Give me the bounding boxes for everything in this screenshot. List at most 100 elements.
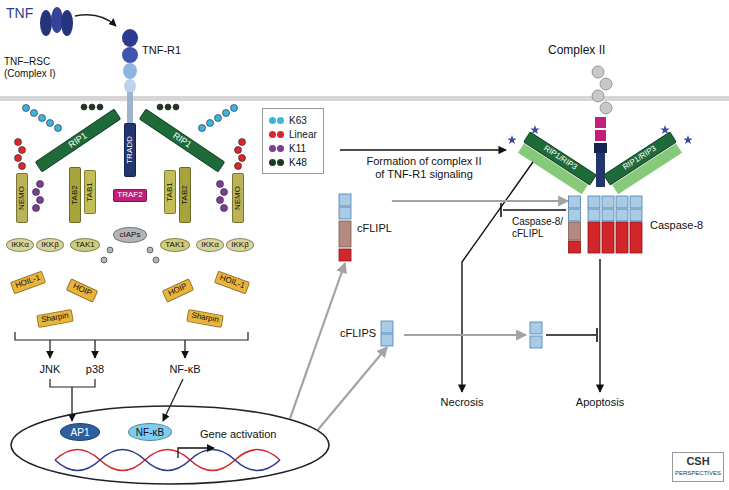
dna-strand [55,450,280,471]
process-arrow [340,149,506,150]
legend-swatch [269,145,276,152]
domain-diagram [338,193,352,263]
node-label: IKKβ [231,241,249,250]
protein-bar: RIP1 [139,108,226,172]
expression-arrow [404,334,526,336]
ubiquitin [600,102,612,114]
transcription-factor: AP1 [60,423,100,441]
protein-domain [569,222,581,240]
node-label: NEMO [234,186,243,210]
legend-row: Linear [269,127,317,141]
complex-label: Complex II [548,44,605,58]
nucleus-outline [10,405,330,485]
protein-bar: TAB1 [164,170,176,214]
ubiquitin [173,104,179,110]
node-label: TAK1 [165,241,184,250]
signal-arrow [49,340,50,358]
protein-domain [339,207,351,219]
dna-strand [55,450,280,471]
necrosis-arrow [462,162,533,392]
protein-bar: HOIP [162,278,195,302]
ubiquitin [165,104,171,110]
protein-domain [569,196,581,208]
ubiquitin [31,110,38,117]
tradd-bar [594,143,607,153]
node-label: NEMO [18,186,27,210]
protein-bar: NEMO [16,173,28,223]
legend-swatch [269,159,276,166]
legend-label: K48 [289,157,307,168]
protein-oval: cIAPs [113,227,147,243]
node-label: TAB2 [71,185,80,204]
signal-arrow [94,340,95,358]
legend-row: K63 [269,113,317,127]
ubiquitin [19,163,26,170]
protein-bar: NEMO [232,173,244,223]
domain-diagram [568,195,644,255]
bracket [15,332,248,340]
transcription-arrow [178,448,214,458]
pathway-label: NF-κB [169,363,200,376]
protein-domain [616,209,628,221]
tnf-trimer [40,10,52,36]
inhibition-line [503,209,566,210]
receptor-domain [122,47,138,63]
legend-row: K48 [269,155,317,169]
protein-bar: HOIL-1 [10,270,46,294]
domain-protein: cFLIPS [340,320,394,347]
protein-box: TRAF2 [113,189,147,202]
cell-membrane [0,96,729,101]
node-label: HOIL-1 [14,273,41,290]
outcome-label: Necrosis [441,396,484,409]
protein-oval: IKKβ [226,238,254,252]
node-label: NF-κB [136,427,164,438]
receptor-domain [124,79,136,93]
ubiquitin [39,115,46,122]
ubiquitin [239,155,246,162]
inhibition-bar [500,203,502,217]
protein-domain [588,196,600,208]
connector-arrow [318,347,387,430]
legend-label: Linear [289,129,317,140]
ubiquitin [221,205,228,212]
protein-bar: RIP1/RIP3 [603,131,677,185]
phospho-star [507,135,517,144]
ubiquitin [15,139,22,146]
node-label: IKKβ [41,241,59,250]
ubiquitin [217,197,224,204]
protein-domain [616,196,628,208]
receptor-domain [122,29,138,47]
node-label: cFLIPS [340,327,376,339]
protein-domain [616,222,628,253]
traf-domain [595,117,606,128]
node-label: IKKα [201,241,219,250]
node-label: TAB1 [166,182,175,201]
ubiquitin [235,147,242,154]
ubiquitin [89,104,95,110]
protein-domain [339,249,351,261]
protein-bar: TAB2 [69,167,81,223]
node-label: TRADD [126,136,135,164]
inhibitor-label: Caspase-8/ cFLIPL [512,216,566,239]
protein-oval: IKKα [6,238,34,252]
node-label: Caspase-8 [650,219,703,231]
protein-domain [339,194,351,206]
binding-arrow [75,15,116,26]
node-label: RIP1 [171,130,193,149]
ubiquitin [592,66,604,78]
node-label: cFLIPL [357,222,392,234]
signal-arrow [184,340,185,358]
node-label: TAB2 [181,185,190,204]
legend-swatch [269,117,276,124]
receptor-domain [123,63,137,79]
ubiquitin [19,147,26,154]
signal-arrow [163,379,183,421]
node-label: HOIL-1 [218,273,245,290]
ubiquitin [101,257,107,263]
protein-oval: TAK1 [70,238,100,252]
protein-domain [630,222,642,253]
protein-domain [569,241,581,253]
protein-domain [530,336,542,348]
ubiquitin [217,181,224,188]
